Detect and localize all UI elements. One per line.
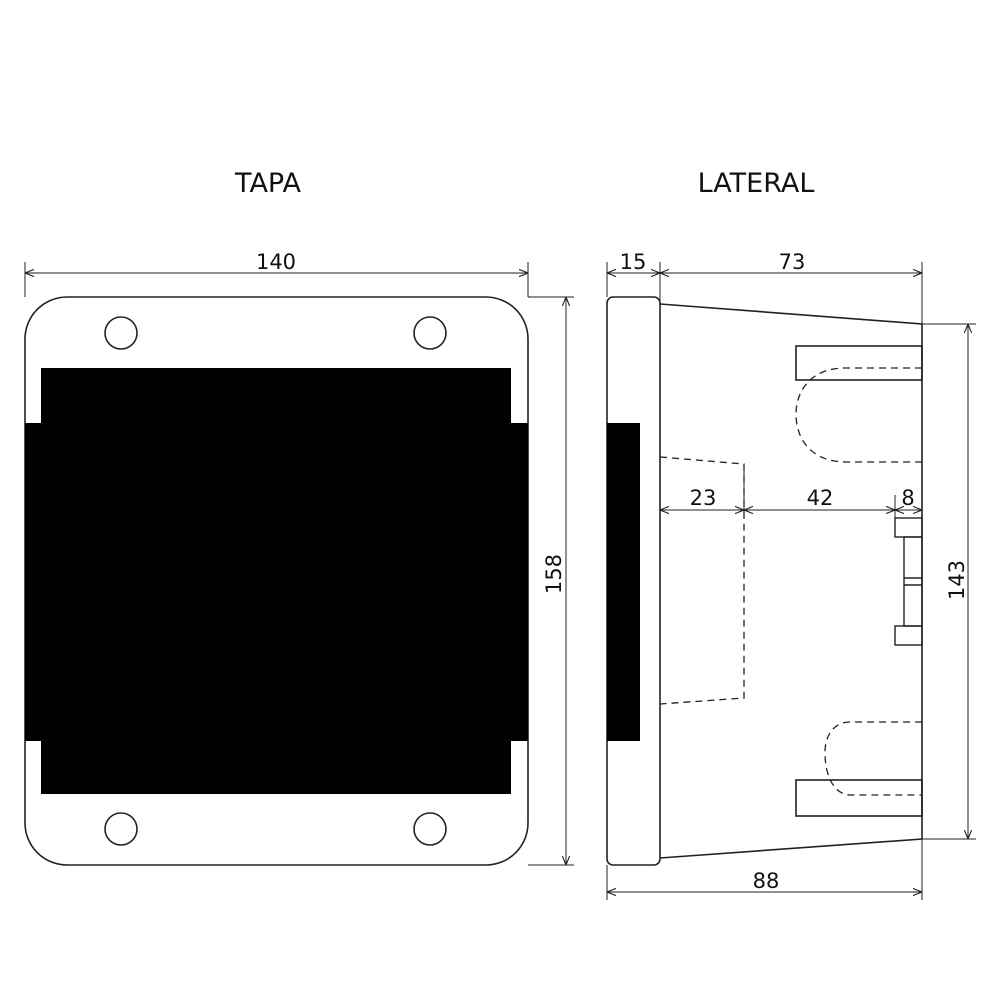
lateral-body xyxy=(659,303,923,859)
mounting-lug-top xyxy=(795,345,923,381)
tapa-dark-panel xyxy=(25,368,528,794)
lateral-title: LATERAL xyxy=(698,168,815,199)
dimension-tapa-height xyxy=(528,296,574,866)
dimension-label-15: 15 xyxy=(620,250,647,274)
dimension-label-73: 73 xyxy=(779,250,806,274)
mounting-lug-bottom xyxy=(795,779,923,817)
screw-hole-icon xyxy=(413,316,447,350)
lug-hidden-outline-bottom xyxy=(824,721,922,796)
screw-hole-icon xyxy=(413,812,447,846)
din-rail-clip xyxy=(894,517,923,646)
dimension-label-140: 140 xyxy=(256,250,296,274)
dimension-label-158: 158 xyxy=(542,554,566,594)
screw-hole-icon xyxy=(104,812,138,846)
dimension-label-42: 42 xyxy=(807,486,834,510)
dimension-tapa-width xyxy=(24,262,529,297)
tapa-view: TAPA 140 158 xyxy=(24,168,574,866)
dimension-lateral-height xyxy=(922,323,976,840)
dimension-label-23: 23 xyxy=(690,486,717,510)
dimension-label-143: 143 xyxy=(945,560,969,600)
lateral-flange-dark xyxy=(607,423,640,741)
screw-hole-icon xyxy=(104,316,138,350)
lateral-view: LATERAL 23 42 xyxy=(606,168,976,900)
inner-cavity-hidden xyxy=(659,456,745,705)
dimension-inner-row xyxy=(660,464,923,518)
dimension-lateral-top xyxy=(606,262,923,324)
lug-hidden-outline-top xyxy=(795,367,922,463)
dimension-label-88: 88 xyxy=(753,869,780,893)
dimension-label-8: 8 xyxy=(901,486,914,510)
tapa-title: TAPA xyxy=(234,168,301,199)
dimension-lateral-bottom xyxy=(606,839,923,900)
